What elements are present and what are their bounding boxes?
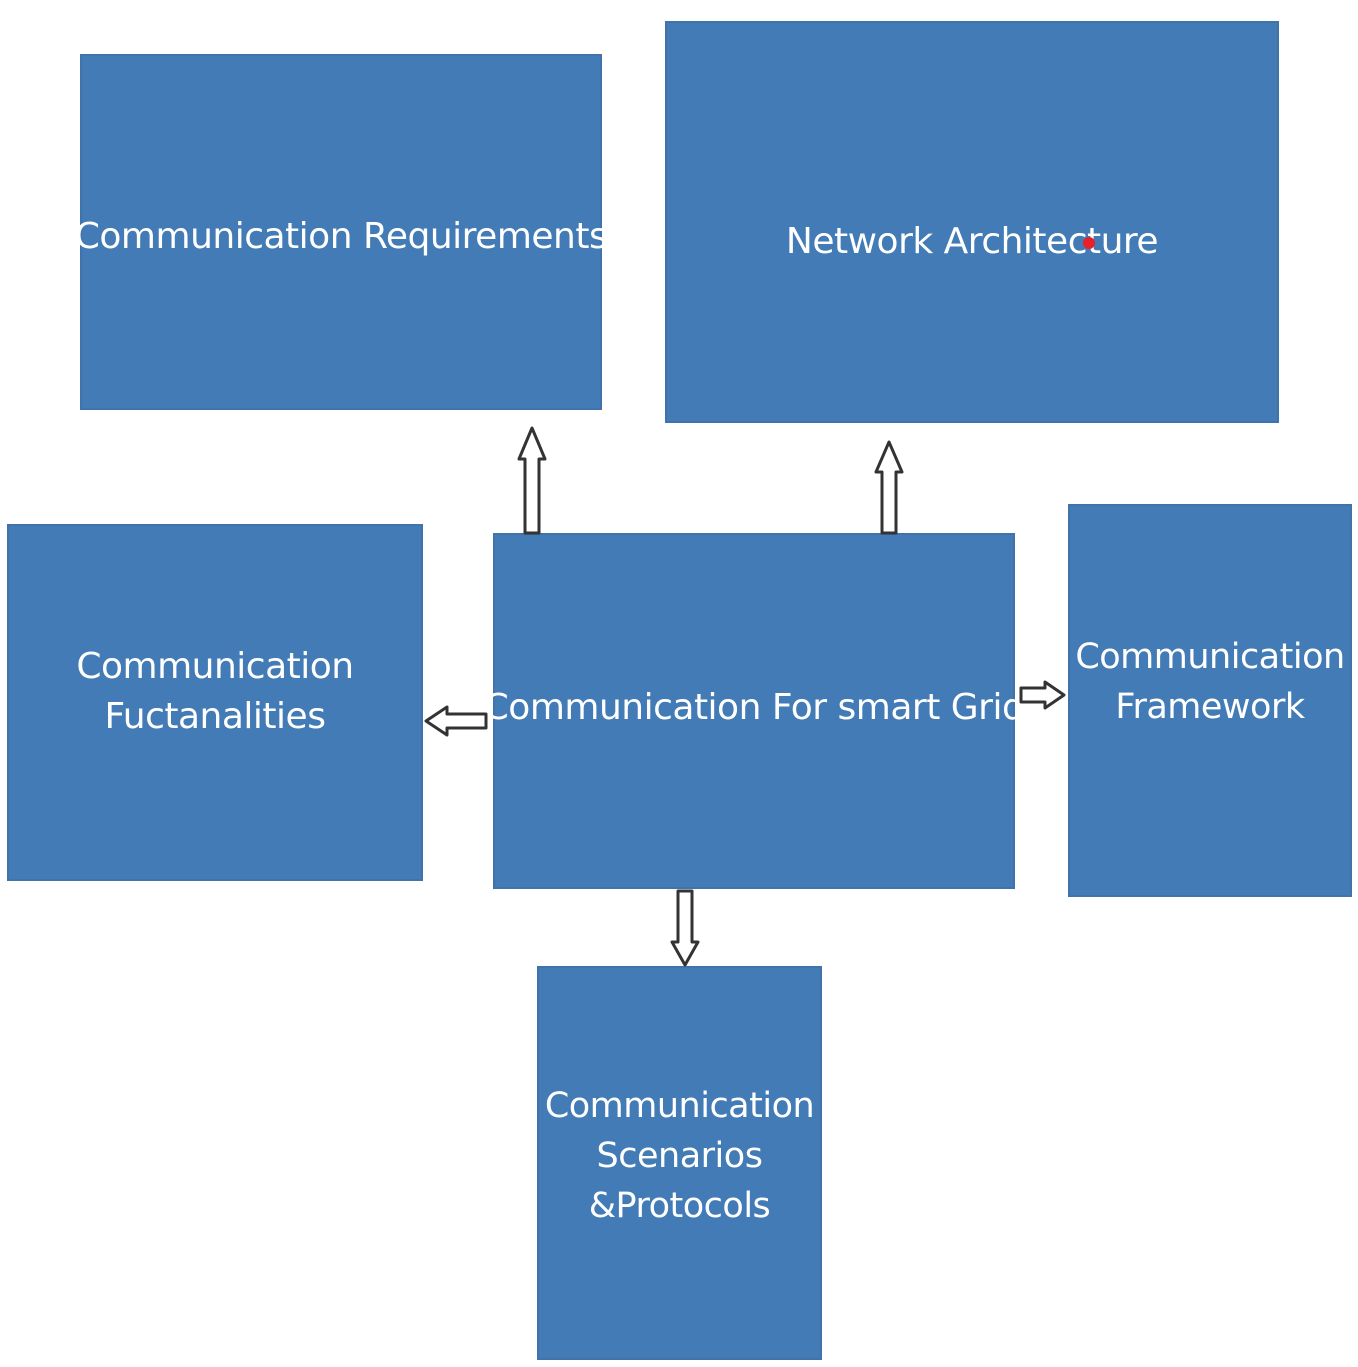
node-communication-smart-grid: Communication For smart Grid [484,533,1025,889]
arrow-down-scenarios [670,889,700,967]
arrow-up-requirements [517,426,547,535]
arrow-right-framework [1019,680,1066,710]
node-label-line: Network Architecture [785,221,1159,262]
node-communication-scenarios-protocols: Communication Scenarios &Protocols [537,966,822,1360]
node-label-line: Communication [76,645,354,687]
node-label-line: Communication [544,1086,815,1126]
node-network-architecture: Network Architecture [665,21,1279,423]
node-communication-functionalities: Communication Fuctanalities [7,524,423,881]
node-communication-requirements: Communication Requirements [75,54,608,410]
node-label-line: Framework [1115,686,1305,727]
arrow-left-functionalities [424,705,488,737]
node-label-line: Communication Requirements [74,216,608,257]
node-label-line: Communication [1075,636,1345,677]
arrow-up-network [874,440,904,535]
node-label-line: Fuctanalities [104,695,326,737]
node-label-line: Communication For smart Grid [483,687,1025,728]
node-communication-framework: Communication Framework [1068,504,1352,897]
node-label-line: Scenarios [596,1136,763,1176]
node-label-line: &Protocols [588,1186,771,1226]
